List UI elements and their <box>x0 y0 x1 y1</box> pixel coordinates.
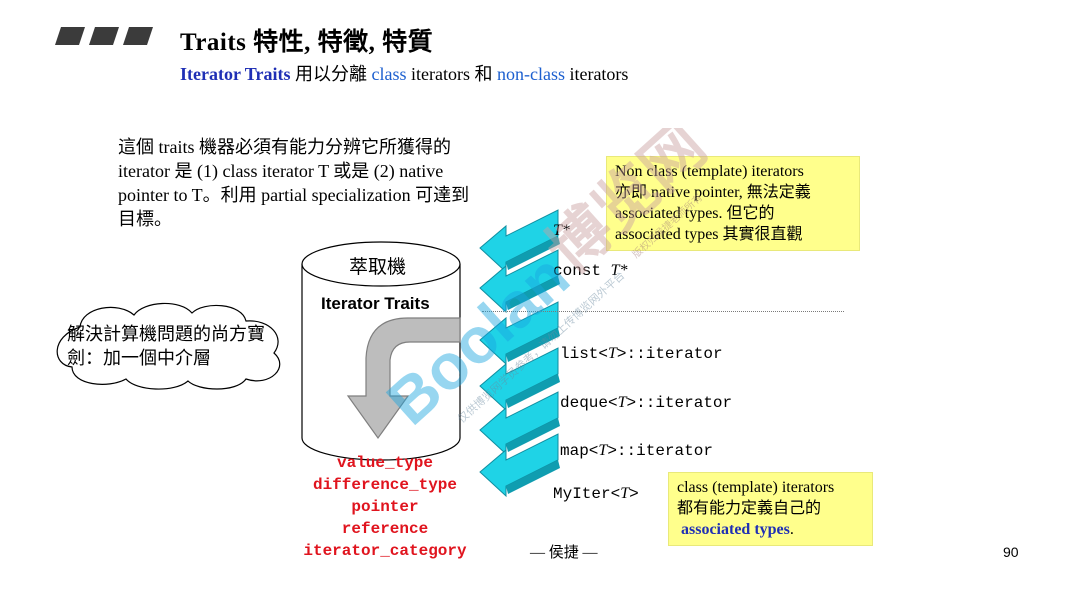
subtitle-text: iterators <box>564 64 629 84</box>
cylinder-title: Iterator Traits <box>321 294 430 313</box>
traits-machine-cylinder <box>301 241 461 461</box>
iter-list: list<T>::iterator <box>560 345 723 363</box>
note-nonclass-iterators: Non class (template) iterators 亦即 native… <box>606 156 860 251</box>
page-subtitle: Iterator Traits 用以分離 class iterators 和 n… <box>180 60 628 86</box>
subtitle-text: iterators 和 <box>406 64 497 84</box>
iter-native-pointer: T* <box>553 222 570 239</box>
iter-deque: deque<T>::iterator <box>560 394 733 412</box>
subtitle-class: class <box>371 64 407 84</box>
cloud-bubble <box>56 302 281 390</box>
divider-line <box>482 311 844 312</box>
subtitle-text: 用以分離 <box>290 64 372 84</box>
assoc-type: pointer <box>351 498 419 516</box>
header-bars-icon <box>55 27 153 45</box>
author-credit: — 侯捷 — <box>530 545 598 561</box>
associated-types-list: value_type difference_type pointer refer… <box>280 452 490 562</box>
cloud-text: 解決計算機問題的尚方寶劍：加一個中介層 <box>67 324 265 368</box>
page-number: 90 <box>1003 544 1019 560</box>
iter-const-pointer: const T* <box>553 262 628 280</box>
assoc-type: value_type <box>336 454 433 472</box>
assoc-type: difference_type <box>312 476 458 494</box>
assoc-type: iterator_category <box>303 542 467 560</box>
iter-map: map<T>::iterator <box>560 442 713 460</box>
note-class-iterators: class (template) iterators 都有能力定義自己的 ass… <box>668 472 873 546</box>
subtitle-iterator-traits: Iterator Traits <box>180 64 291 84</box>
cylinder-label: 萃取機 <box>349 257 407 278</box>
iter-myiter: MyIter<T> <box>553 485 639 503</box>
description-paragraph: 這個 traits 機器必須有能力分辨它所獲得的 iterator 是 (1) … <box>118 137 470 229</box>
page-title: Traits 特性, 特徵, 特質 <box>180 29 434 56</box>
subtitle-nonclass: non-class <box>496 64 565 84</box>
assoc-type: reference <box>341 520 429 538</box>
